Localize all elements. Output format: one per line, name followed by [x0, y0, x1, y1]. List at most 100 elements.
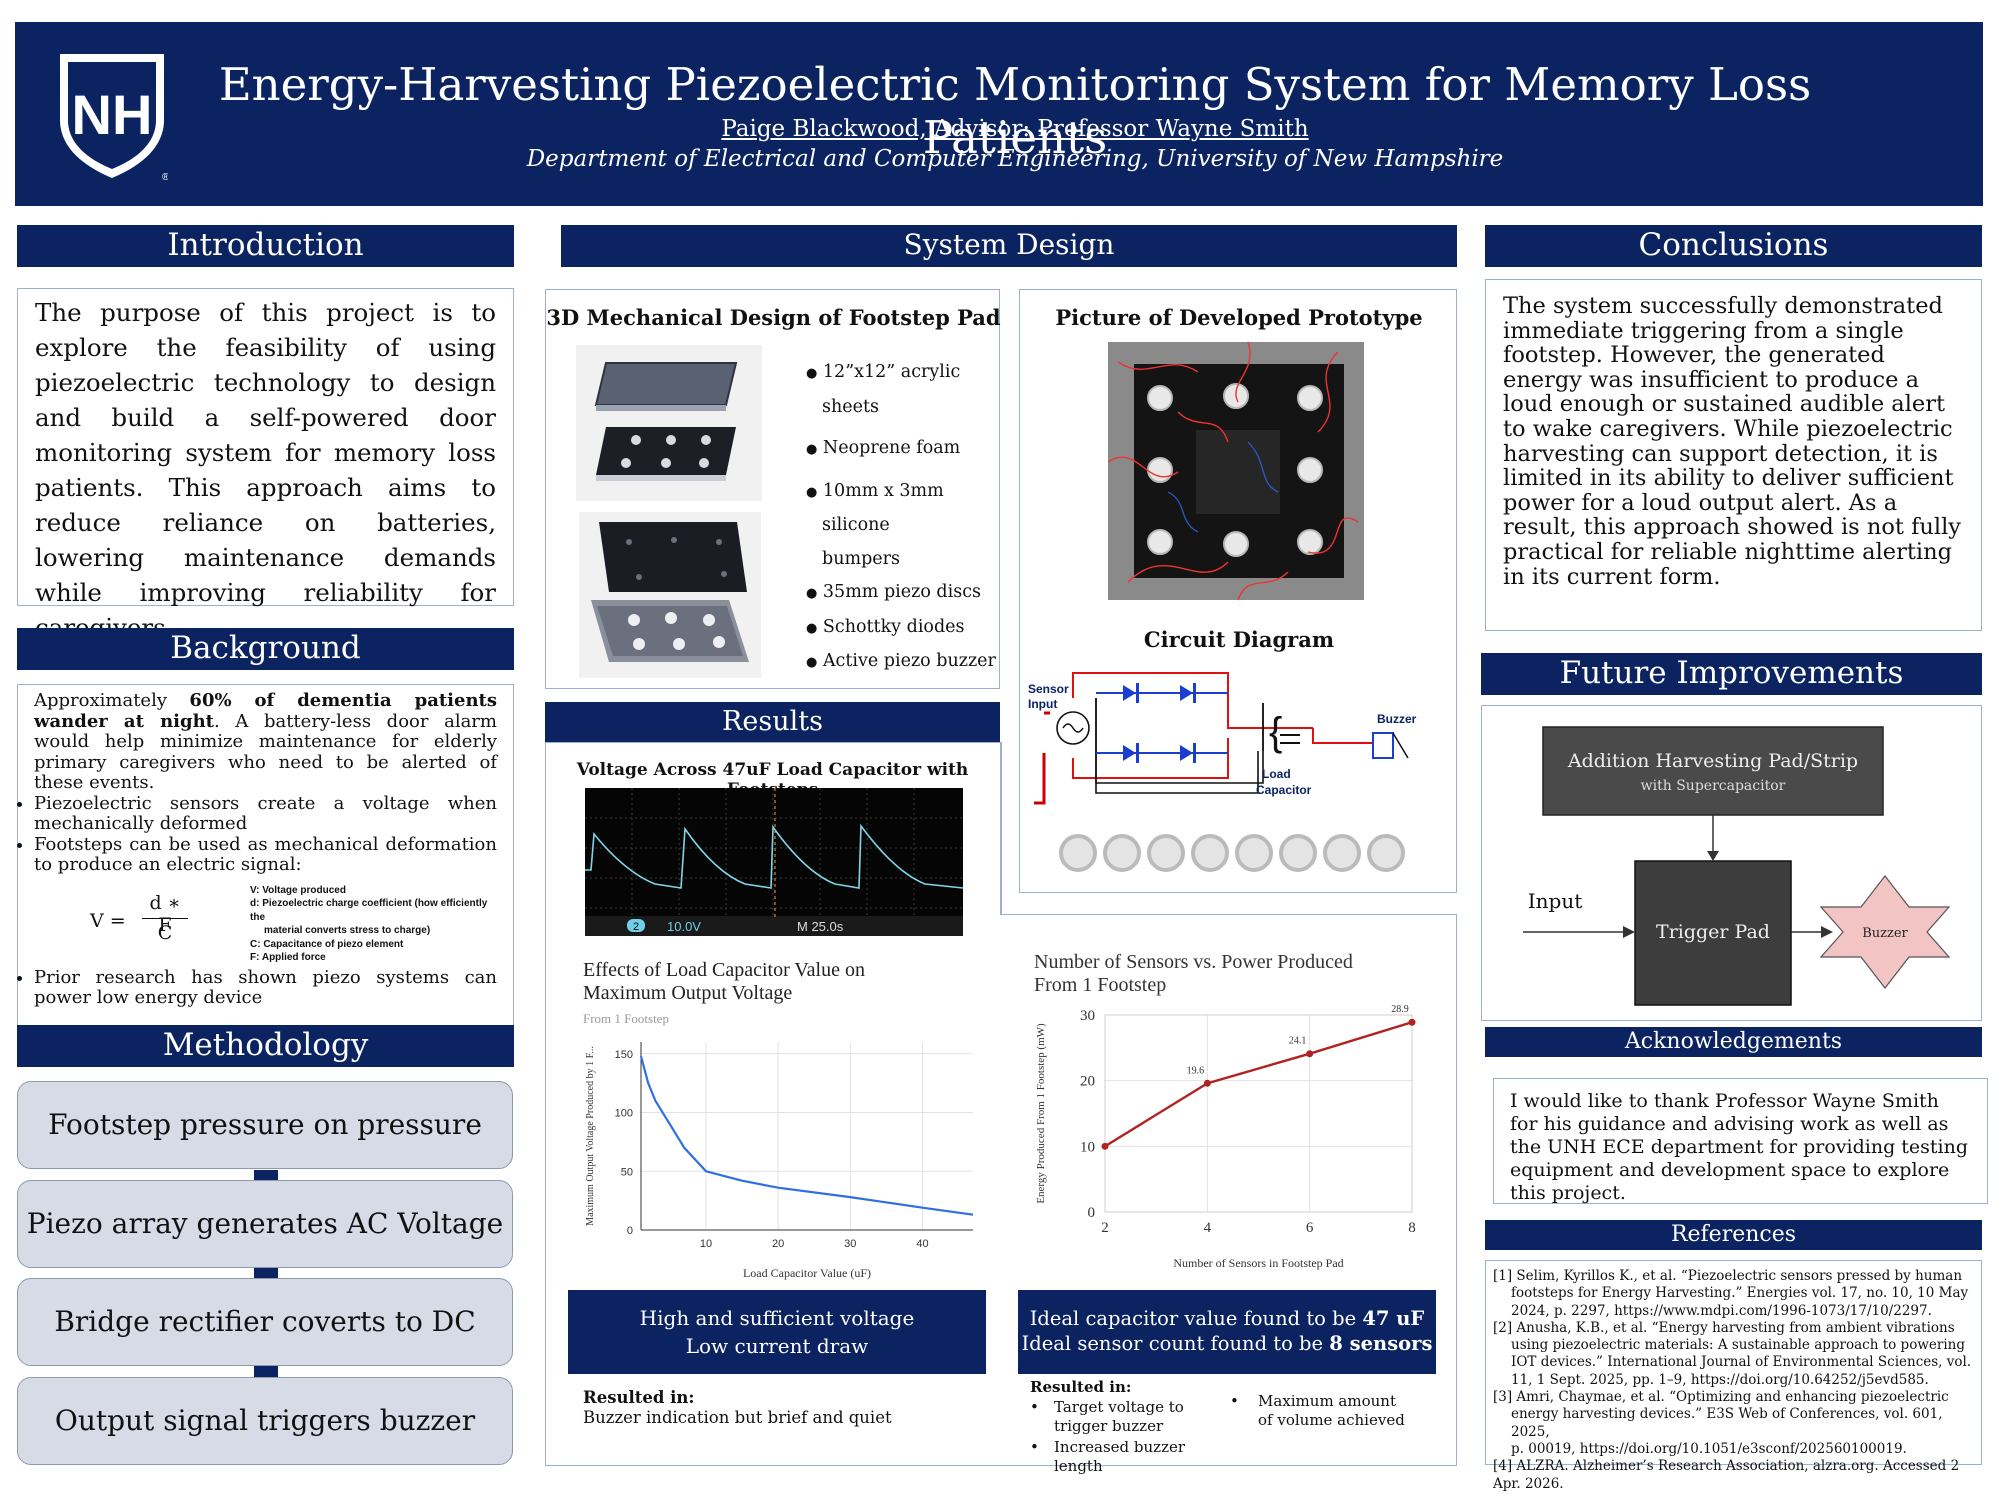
chart1-subtitle: From 1 Footstep: [583, 1011, 669, 1026]
prototype-circuit-box: Picture of Developed Prototype Circuit D…: [1019, 289, 1457, 893]
svg-text:Buzzer: Buzzer: [1377, 712, 1417, 726]
left-resulted: Resulted in: Buzzer indication but brief…: [583, 1388, 892, 1427]
reference-item: [3] Amri, Chaymae, et al. “Optimizing an…: [1493, 1389, 1949, 1457]
conclusions-text: The system successfully demonstrated imm…: [1503, 293, 1962, 590]
svg-text:{: {: [1269, 710, 1282, 754]
piezo-equation: V = d ∗ F C V: Voltage produced d: Piezo…: [34, 876, 497, 968]
svg-text:Load: Load: [1262, 767, 1291, 781]
future-heading: Future Improvements: [1481, 653, 1982, 695]
chart1-ytick-label: 100: [615, 1108, 633, 1120]
chart2-plot-frame: [1104, 1014, 1413, 1213]
chart2-title-line2: From 1 Footstep: [1034, 974, 1166, 996]
chart1-xtick-label: 10: [700, 1238, 712, 1250]
flow-step-2: Piezo array generates AC Voltage: [17, 1180, 513, 1268]
unh-shield-logo: NH ®: [60, 54, 168, 182]
pad-exploded-render: [576, 345, 762, 501]
poster-authors[interactable]: Paige Blackwood, Advisor: Professor Wayn…: [721, 116, 1309, 142]
svg-text:with Supercapacitor: with Supercapacitor: [1641, 778, 1786, 794]
chart2-data-point: [1101, 1142, 1109, 1150]
chart1-ylabel: Maximum Output Voltage Produced by 1 F..…: [585, 1046, 596, 1226]
material-item: ● Neoprene foam: [806, 438, 961, 458]
chart2-xtick-label: 6: [1306, 1220, 1314, 1236]
right-summary-box: Ideal capacitor value found to be 47 uF …: [1018, 1290, 1436, 1374]
material-item: ● 12”x12” acrylic: [806, 362, 961, 382]
acknowledgements-box: I would like to thank Professor Wayne Sm…: [1493, 1078, 1988, 1204]
poster-department: Department of Electrical and Computer En…: [526, 146, 1504, 172]
sensors-power-chart: Number of Sensors vs. Power Produced Fro…: [1034, 951, 1416, 1270]
poster-header: [15, 22, 1983, 206]
chart1-xtick-label: 30: [844, 1238, 856, 1250]
material-item: ● 35mm piezo discs: [806, 582, 981, 602]
mechanical-design-title: 3D Mechanical Design of Footstep Pad: [546, 305, 1001, 330]
introduction-text: The purpose of this project is to explor…: [35, 298, 496, 642]
chart2-data-point: [1408, 1018, 1416, 1026]
chart2-data-label: 28.9: [1391, 1004, 1409, 1015]
acknowledgements-text: I would like to thank Professor Wayne Sm…: [1510, 1090, 1969, 1204]
circuit-diagram: { Sensor Input Buzzer Load Capacitor: [1028, 672, 1417, 872]
chart2-xtick-label: 2: [1101, 1220, 1109, 1236]
background-intro: Approximately 60% of dementia patients w…: [34, 690, 498, 793]
chart1-title-line2: Maximum Output Voltage: [583, 982, 792, 1004]
flow-step-3: Bridge rectifier coverts to DC: [17, 1278, 513, 1366]
chart1-xtick-label: 40: [916, 1238, 928, 1250]
chart2-data-point: [1203, 1079, 1211, 1087]
chart2-ytick-label: 10: [1080, 1139, 1095, 1155]
mechanical-design-box: 3D Mechanical Design of Footstep Pad ● 1…: [545, 289, 1001, 689]
reference-item: [4] ALZRA. Alzheimer’s Research Associat…: [1493, 1458, 1960, 1492]
reference-item: [1] Selim, Kyrillos K., et al. “Piezoele…: [1493, 1268, 1969, 1319]
chart2-xtick-label: 8: [1408, 1220, 1416, 1236]
background-bullets-2: Prior research has shown piezo systems c…: [34, 967, 497, 1009]
circuit-title: Circuit Diagram: [1143, 627, 1335, 652]
system-design-heading: System Design: [561, 225, 1457, 267]
background-bullet: Prior research has shown piezo systems c…: [34, 967, 497, 1009]
background-bullets: Piezoelectric sensors create a voltage w…: [34, 793, 497, 876]
svg-text:Addition Harvesting Pad/Strip: Addition Harvesting Pad/Strip: [1567, 750, 1858, 772]
svg-text:Trigger Pad: Trigger Pad: [1656, 921, 1770, 943]
chart2-xlabel: Number of Sensors in Footstep Pad: [1173, 1256, 1343, 1270]
capacitor-voltage-chart: Effects of Load Capacitor Value on Maxim…: [583, 959, 974, 1280]
introduction-box: The purpose of this project is to explor…: [17, 288, 514, 642]
flow-step-1: Footstep pressure on pressure pad: [17, 1081, 513, 1227]
methodology-heading: Methodology: [17, 1025, 514, 1067]
conclusions-heading: Conclusions: [1485, 225, 1982, 267]
prototype-photo: [1108, 342, 1364, 600]
chart1-ytick-label: 150: [615, 1049, 633, 1061]
flow-step-4: Output signal triggers buzzer: [17, 1377, 513, 1465]
acknowledgements-heading: Acknowledgements: [1485, 1027, 1982, 1057]
chart2-series-line: [1104, 1021, 1413, 1148]
chart1-ytick-label: 0: [627, 1225, 633, 1237]
chart1-ytick-label: 50: [621, 1166, 633, 1178]
results-heading: Results: [545, 702, 1000, 742]
background-box: Approximately 60% of dementia patients w…: [17, 684, 514, 1047]
material-item: ● 10mm x 3mm: [806, 480, 944, 501]
oscilloscope-capture: 2 10.0V M 25.0s: [585, 788, 963, 936]
svg-text:Capacitor: Capacitor: [1256, 783, 1312, 797]
svg-text:Buzzer: Buzzer: [1862, 926, 1908, 941]
chart2-title-line1: Number of Sensors vs. Power Produced: [1034, 951, 1353, 973]
chart2-ytick-label: 0: [1088, 1205, 1096, 1221]
chart2-data-point: [1306, 1050, 1314, 1058]
chart2-xtick-label: 4: [1204, 1220, 1212, 1236]
background-bullet: Piezoelectric sensors create a voltage w…: [34, 793, 497, 835]
chart2-data-label: 24.1: [1289, 1036, 1307, 1047]
poster-title: Energy-Harvesting Piezoelectric Monitori…: [218, 58, 1812, 164]
materials-list: ● 12”x12” acrylic sheets ● Neoprene foam…: [806, 356, 996, 680]
prototype-title: Picture of Developed Prototype: [1055, 305, 1423, 330]
chart2-ylabel: Energy Produced From 1 Footstep (mW): [1035, 1023, 1047, 1204]
material-item: ● Schottky diodes: [806, 616, 965, 637]
chart1-title-line1: Effects of Load Capacitor Value on: [583, 959, 865, 981]
chart2-data-label: 19.6: [1187, 1065, 1205, 1076]
introduction-heading: Introduction: [17, 225, 514, 267]
conclusions-box: The system successfully demonstrated imm…: [1485, 279, 1982, 631]
left-summary-box: High and sufficient voltage Low current …: [568, 1290, 986, 1374]
chart1-xlabel: Load Capacitor Value (uF): [743, 1266, 871, 1280]
reference-item: [2] Anusha, K.B., et al. “Energy harvest…: [1493, 1319, 1972, 1388]
chart2-ytick-label: 20: [1080, 1074, 1095, 1090]
svg-text:10.0V: 10.0V: [667, 919, 701, 934]
background-bullet: Footsteps can be used as mechanical defo…: [34, 834, 497, 876]
right-resulted: Resulted in: •Target voltage to trigger …: [1030, 1378, 1405, 1475]
references-heading: References: [1485, 1220, 1982, 1250]
chart1-xtick-label: 20: [772, 1238, 784, 1250]
svg-text:M 25.0s: M 25.0s: [797, 919, 844, 934]
svg-text:Input: Input: [1528, 889, 1583, 913]
